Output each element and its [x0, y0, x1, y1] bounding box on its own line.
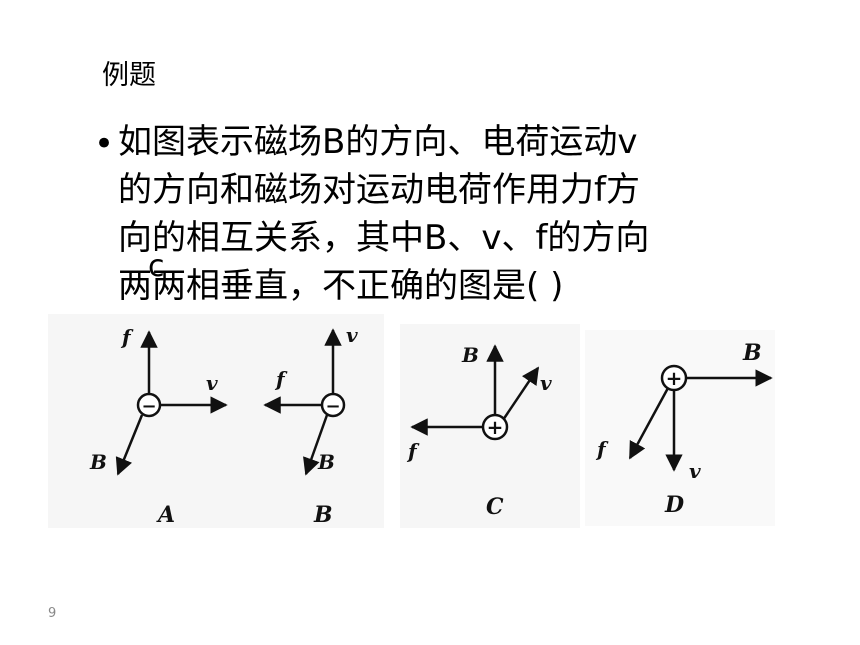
- figure-a: − f v B A: [89, 325, 228, 528]
- question-line-4: 两两相垂直，不正确的图是( ): [118, 266, 564, 306]
- figure-a-b-label: B: [89, 450, 107, 474]
- figure-a-charge: −: [141, 396, 156, 417]
- answer-mark: c: [148, 249, 165, 284]
- question-line-1: 如图表示磁场B的方向、电荷运动v: [118, 122, 638, 162]
- figure-b-v-label: v: [346, 323, 358, 347]
- figure-c-f-label: f: [406, 439, 420, 463]
- figure-c-b-label: B: [461, 343, 479, 367]
- figure-d-b-label: B: [742, 340, 762, 366]
- figure-a-caption: A: [156, 502, 175, 528]
- figure-c-caption: C: [486, 494, 504, 520]
- figure-a-b: − f v B A − f v B B: [48, 314, 384, 528]
- figure-d-v-label: v: [689, 459, 701, 483]
- figure-c-v-label: v: [540, 371, 552, 395]
- figure-d-charge: +: [666, 366, 683, 390]
- figure-b-caption: B: [313, 502, 333, 528]
- question-line-3: 向的相互关系，其中B、v、f的方向: [118, 218, 650, 258]
- figure-c: + B v f C: [400, 324, 580, 528]
- figure-b: − f v B B: [263, 323, 358, 528]
- figure-d-f-label: f: [595, 437, 609, 461]
- figure-d-caption: D: [664, 492, 684, 518]
- slide-heading: 例题: [102, 60, 156, 91]
- figure-b-b-label: B: [317, 450, 335, 474]
- bullet-dot-icon: •: [94, 124, 115, 164]
- figure-c-charge: +: [487, 415, 504, 439]
- figure-b-f-label: f: [274, 367, 288, 391]
- figure-b-charge: −: [325, 396, 340, 417]
- figure-a-v-label: v: [206, 371, 218, 395]
- page-number: 9: [48, 606, 57, 621]
- figure-d: + B v f D: [585, 330, 775, 526]
- figure-a-f-label: f: [120, 325, 134, 349]
- question-text: 如图表示磁场B的方向、电荷运动v 的方向和磁场对运动电荷作用力f方 向的相互关系…: [118, 118, 768, 310]
- question-line-2: 的方向和磁场对运动电荷作用力f方: [118, 170, 640, 210]
